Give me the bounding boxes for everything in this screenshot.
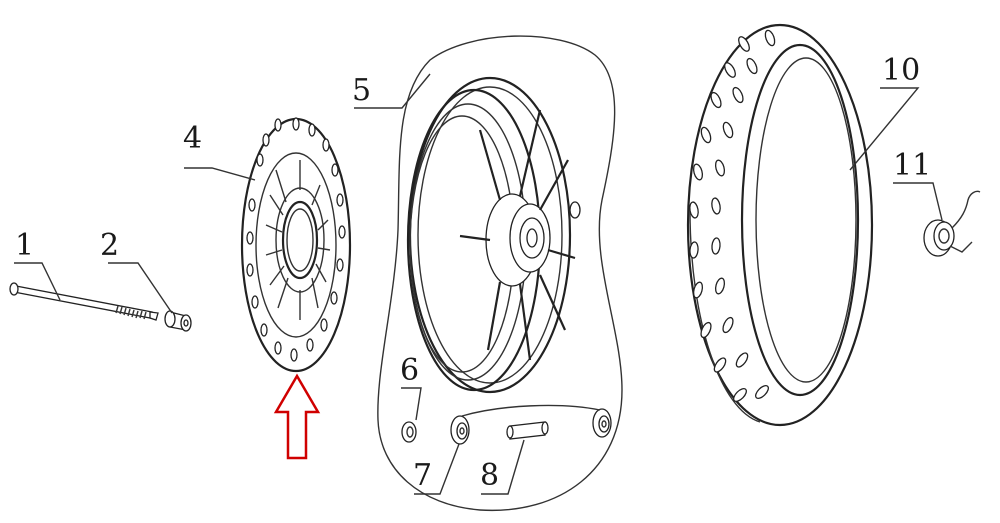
part-label-11: 11 [893,148,931,183]
part-label-7: 7 [413,458,432,493]
leader-line-2 [108,262,173,314]
part-label-6: 6 [400,353,419,388]
leader-line-4 [184,167,256,181]
part-label-5: 5 [352,73,371,108]
leader-line-7 [414,443,460,495]
bushing-part [506,421,549,440]
part-label-2: 2 [100,228,119,263]
part-label-10: 10 [882,53,920,88]
wheel-rim-part [377,35,623,512]
disc-vent-holes [246,117,346,362]
leader-line-1 [14,262,61,301]
sensor-part [923,190,981,257]
axle-thread [115,305,147,320]
leader-line-6 [401,387,422,421]
axle-part [9,282,159,321]
tire-tread [689,29,776,402]
tire-part [686,23,874,427]
brake-disc-part [240,117,352,373]
leader-line-10 [849,87,920,171]
part-label-8: 8 [480,458,499,493]
spacer-part [164,310,192,332]
part-label-4: 4 [183,121,202,156]
rim-spokes [459,109,576,361]
leader-line-8 [481,439,525,495]
leader-line-5 [354,73,431,109]
leader-line-11 [893,182,943,221]
part-label-1: 1 [15,228,34,263]
disc-spokes [265,160,331,320]
bearing-part [450,404,612,445]
washer-part [401,421,417,443]
highlight-arrow [273,373,321,460]
